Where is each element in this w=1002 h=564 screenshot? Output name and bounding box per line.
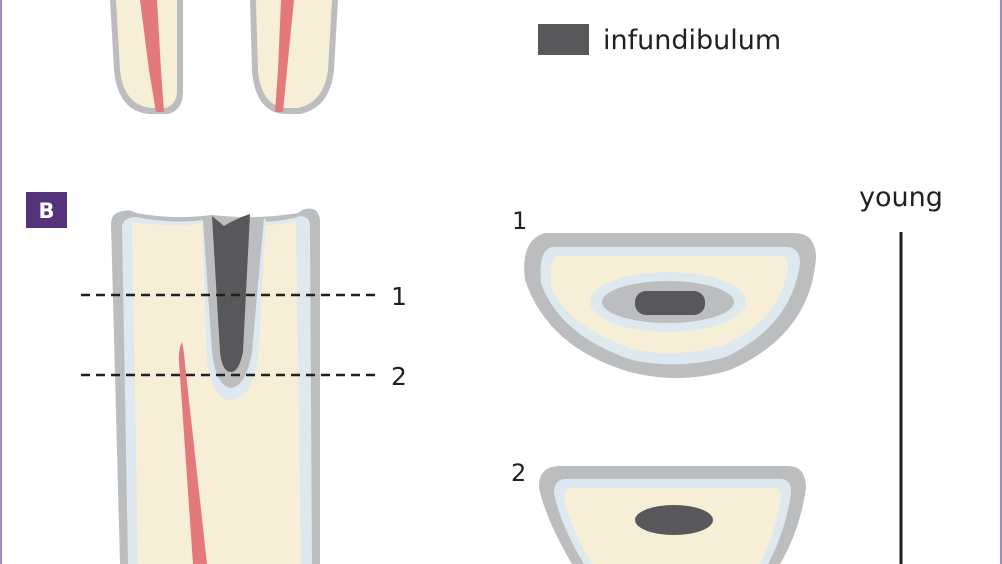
infundibulum-core (212, 214, 250, 372)
longitudinal-tooth (111, 208, 320, 564)
cross-section-2-infundibulum (635, 505, 713, 535)
root-tip-right (250, 0, 338, 114)
pulp-canal-left (140, 0, 164, 112)
panel-b-badge-letter: B (38, 199, 54, 223)
root-tip-left (110, 0, 183, 114)
cross-section-2 (538, 466, 806, 564)
pulp-canal-right (275, 0, 294, 112)
section-line-label-2: 2 (391, 362, 407, 391)
cross-section-1 (524, 233, 816, 379)
cross-section-label-2: 2 (511, 459, 526, 487)
infundibulum-legend-label: infundibulum (603, 25, 781, 56)
cross-section-1-infundibulum (635, 291, 705, 315)
cross-section-label-1: 1 (512, 207, 527, 235)
section-line-label-1: 1 (391, 282, 407, 311)
infundibulum-legend-swatch (538, 24, 589, 55)
age-axis-label: young (859, 182, 943, 213)
panel-b-badge (26, 192, 67, 228)
pulp-horn (178, 342, 207, 564)
